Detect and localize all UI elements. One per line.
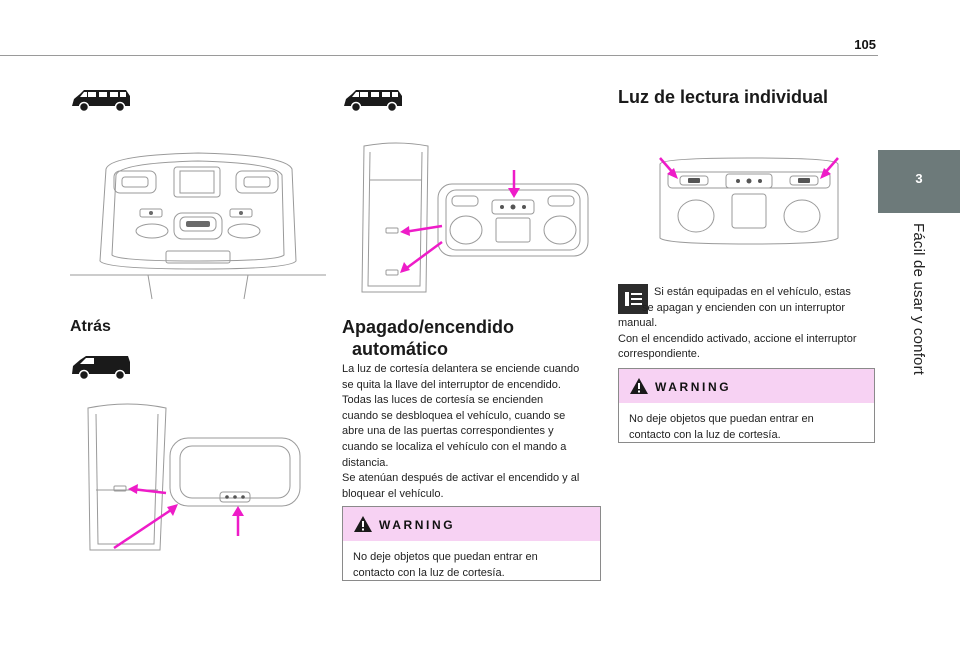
compact-van-icon [72,356,130,381]
text-line: cuando se desbloquea el vehículo, cuando… [342,409,566,422]
text-line: contacto con la luz de cortesía. [353,567,505,579]
warning-triangle-icon [630,378,648,394]
warning-box: WARNING No deje objetos que puedan entra… [342,506,601,581]
auto-description: La luz de cortesía delantera se enciende… [342,362,602,502]
warning-text: No deje objetos que puedan entrar en con… [343,541,600,581]
mpv-van-icon [344,90,402,113]
text-line: No deje objetos que puedan entrar en [353,551,538,563]
warning-text: No deje objetos que puedan entrar en con… [619,403,874,443]
left-column: Atrás [70,56,326,646]
text-line: contacto con la luz de cortesía. [629,429,781,441]
text-line: distancia. [342,456,389,469]
warning-triangle-icon [354,516,372,532]
text-line: No deje objetos que puedan entrar en [629,413,814,425]
note-icon [618,284,648,314]
text-line: correspondiente. [618,348,700,361]
note-text: Si están equipadas en el vehículo, estas… [618,285,876,363]
text-line: se quita la llave del interruptor de enc… [342,378,561,391]
right-column: Luz de lectura individual [618,56,876,646]
chapter-number: 3 [915,171,923,186]
rear-console-illustration [70,152,326,300]
middle-column: Apagado/encendido automático La luz de c… [342,56,602,646]
chapter-tab[interactable]: 3 [878,150,960,213]
warning-header: WARNING [619,369,874,403]
text-line: Si están equipadas en el vehículo, estas [654,286,851,298]
rear-interior-illustration [87,403,301,551]
text-line: La luz de cortesía delantera se enciende… [342,363,580,375]
warning-header: WARNING [343,507,600,541]
text-line: Todas las luces de cortesía se encienden [342,394,544,407]
text-line: Con el encendido activado, accione el in… [618,332,857,345]
heading-reading-lamp: Luz de lectura individual [618,87,829,107]
text-line: abre una de las puertas correspondientes… [342,425,554,438]
page-number: 105 [854,37,876,52]
chapter-title: Fácil de usar y confort [910,223,927,376]
warning-label: WARNING [655,380,732,394]
mpv-van-icon [72,90,130,113]
text-line: bloquear el vehículo. [342,487,444,500]
heading-auto-line2: automático [352,339,449,359]
chapter-side: Fácil de usar y confort [878,213,960,649]
warning-label: WARNING [379,518,456,532]
header-rule [0,55,878,56]
note-block: Si están equipadas en el vehículo, estas… [618,284,876,362]
text-line: se apagan y encienden con un interruptor [642,301,846,314]
warning-box: WARNING No deje objetos que puedan entra… [618,368,875,443]
heading-auto-line1: Apagado/encendido [342,317,515,337]
info-list-icon [625,292,642,306]
heading-auto: Apagado/encendido automático [342,316,602,360]
text-line: manual. [618,317,658,330]
front-interior-illustration [361,142,589,293]
heading-rear: Atrás [70,318,111,335]
reading-lamp-illustration [659,157,839,245]
text-line: Se atenúan después de activar el encendi… [342,472,580,485]
text-line: cuando se localiza el vehículo con el ma… [342,440,567,453]
